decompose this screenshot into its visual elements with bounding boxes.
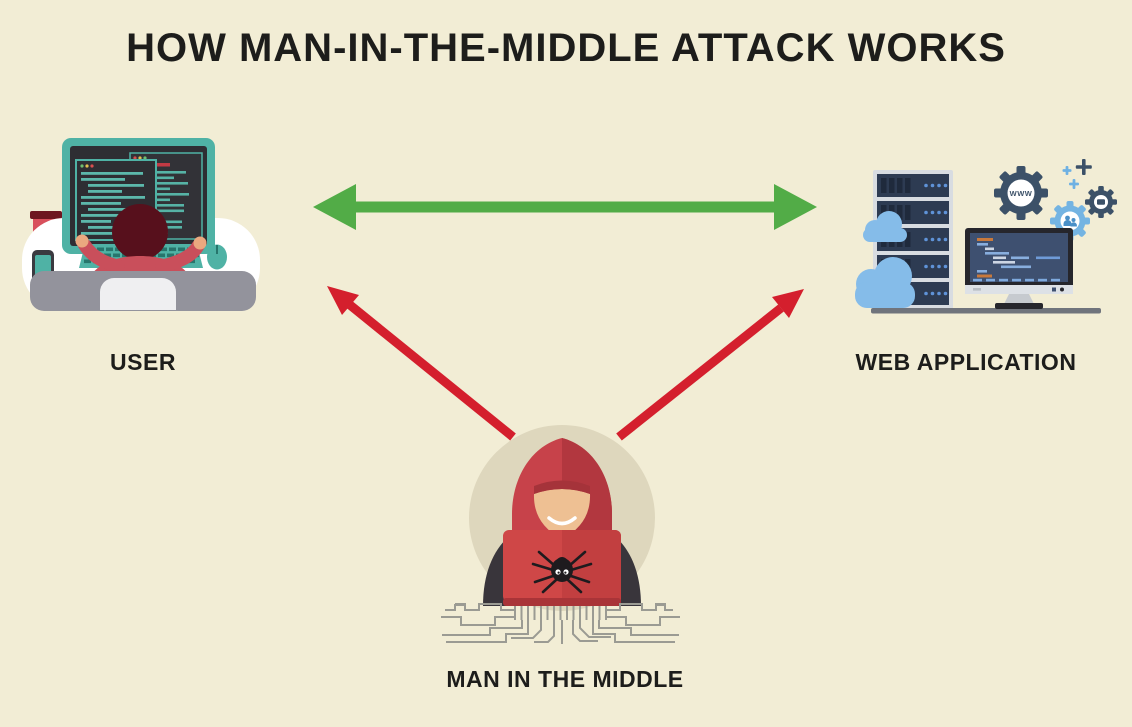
hacker-face xyxy=(533,480,591,539)
cloud-large-icon xyxy=(855,257,915,308)
smile xyxy=(547,516,577,526)
red-arrow-to-webapp xyxy=(616,289,804,441)
right-arm xyxy=(155,239,205,273)
man-in-the-middle-label: MAN IN THE MIDDLE xyxy=(446,666,684,692)
spider-icon xyxy=(531,550,593,594)
gear-www-label: WWW xyxy=(1010,189,1033,198)
page-title: HOW MAN-IN-THE-MIDDLE ATTACK WORKS xyxy=(126,26,1006,70)
red-laptop-icon xyxy=(503,530,621,606)
hair xyxy=(112,204,168,260)
gear-www-icon: WWW xyxy=(994,166,1048,220)
plus-icon xyxy=(1075,159,1092,175)
cloud-small-icon xyxy=(863,211,907,242)
right-hand xyxy=(193,236,207,250)
mouse-icon xyxy=(207,244,227,270)
hooded-hacker-illustration xyxy=(441,425,680,644)
code-monitor-icon xyxy=(965,228,1073,309)
left-arm xyxy=(77,237,125,273)
server-stack-illustration: WWW xyxy=(855,159,1117,314)
chair-seat xyxy=(100,278,176,310)
green-double-arrow xyxy=(313,184,817,230)
left-hand xyxy=(75,234,89,248)
gear-chip-icon xyxy=(1085,186,1117,218)
green-arrowhead-left xyxy=(313,184,356,230)
user-label: USER xyxy=(110,349,176,375)
green-arrowhead-right xyxy=(774,184,817,230)
code-lines xyxy=(973,238,1060,282)
sparkle-icons xyxy=(1062,166,1079,189)
circuit-traces xyxy=(441,603,680,644)
red-arrow-to-user xyxy=(327,286,516,441)
web-application-label: WEB APPLICATION xyxy=(855,349,1077,375)
server-led-lights xyxy=(924,183,948,296)
shelf-line xyxy=(871,308,1101,314)
user-at-computer-illustration xyxy=(22,138,260,311)
spider-body xyxy=(551,557,573,582)
